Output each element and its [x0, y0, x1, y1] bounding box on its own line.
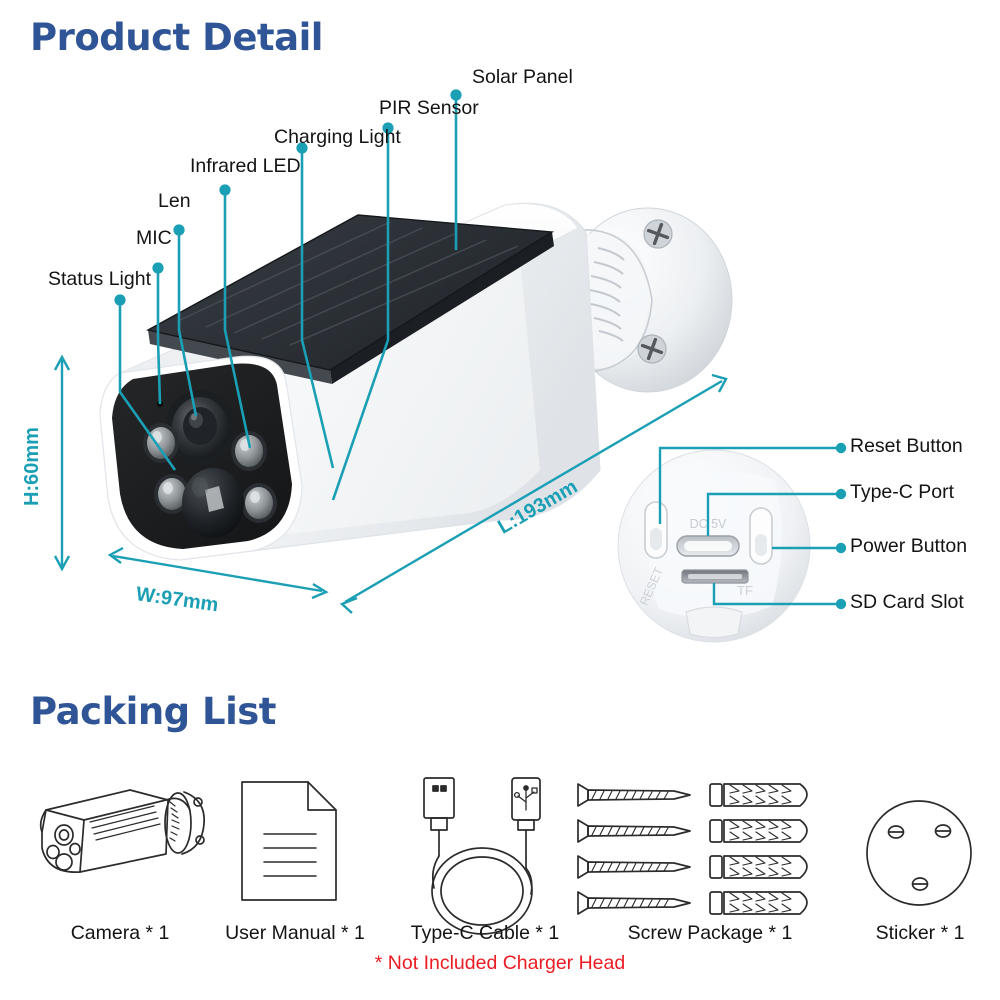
screw-item [577, 819, 691, 843]
callout-label-infrared-led: Infrared LED [190, 155, 301, 177]
callout-label-pir-sensor: PIR Sensor [379, 97, 479, 119]
dot-pir-sensor [382, 122, 394, 134]
packing-caption-type-c-cable: Type-C Cable * 1 [410, 922, 560, 944]
camera-3d-render [99, 202, 733, 561]
pir-sensor-dome [182, 468, 244, 538]
type-c-port-shape [676, 535, 740, 557]
anchor-item [709, 819, 808, 843]
callout-label-solar-panel: Solar Panel [472, 66, 573, 88]
callout-dots-left [114, 89, 462, 306]
anchor-item [709, 891, 808, 915]
product-detail-illustration: DC 5V RESET TF [53, 89, 847, 643]
callout-label-reset-button: Reset Button [850, 435, 963, 457]
dot-mic [152, 262, 164, 274]
mount-screw-top [643, 219, 673, 249]
callout-label-mic: MIC [136, 227, 172, 249]
dimension-length [339, 373, 728, 614]
callout-label-status-light: Status Light [48, 268, 151, 290]
callout-label-len: Len [158, 190, 191, 212]
leader-type-c-port [706, 492, 840, 536]
anchors-group [709, 783, 808, 915]
screw-package-icon [577, 783, 808, 915]
screw-item [577, 783, 691, 807]
usb-trident-symbol [513, 785, 538, 811]
callout-leaders-left [118, 95, 458, 501]
leader-infrared-led [223, 190, 252, 449]
page-title-product-detail: Product Detail [30, 16, 323, 59]
hinge-ribs [589, 246, 625, 342]
callout-dots-right [835, 442, 847, 610]
solar-cell-lines [177, 221, 519, 346]
dot-charging-light [296, 142, 308, 154]
tf-marking: TF [737, 583, 753, 598]
not-included-note: * Not Included Charger Head [374, 952, 626, 974]
screw-item [577, 891, 691, 915]
dimension-label-height: H:60mm [20, 427, 43, 506]
dot-solar-panel [450, 89, 462, 101]
leader-charging-light [300, 148, 335, 469]
leader-mic [156, 268, 162, 405]
dot-len [173, 224, 185, 236]
leader-pir-sensor [331, 128, 390, 501]
sticker-icon [866, 800, 972, 906]
camera-icon [39, 789, 205, 873]
leader-reset-button [658, 446, 840, 524]
packing-caption-sticker: Sticker * 1 [875, 922, 965, 944]
callout-label-charging-light: Charging Light [274, 126, 401, 148]
callout-label-power-button: Power Button [850, 535, 968, 557]
dimension-arrows [53, 354, 728, 614]
dot-status-light [114, 294, 126, 306]
callout-label-sd-card-slot: SD Card Slot [850, 591, 964, 613]
screws-group [577, 783, 691, 915]
mount-screw-bottom [637, 334, 667, 364]
infrared-leds [143, 423, 277, 523]
usb-cable-icon [423, 777, 541, 935]
leader-sd-card-slot [712, 583, 840, 606]
leader-len [177, 230, 198, 417]
packing-caption-user-manual: User Manual * 1 [225, 922, 365, 944]
packing-list-icons [39, 777, 972, 935]
sticker-holes [887, 824, 952, 891]
page-title-packing-list: Packing List [30, 690, 277, 733]
screw-item [577, 855, 691, 879]
dot-sd-card-slot [835, 598, 847, 610]
dot-infrared-led [219, 184, 231, 196]
reset-button-tab [644, 501, 668, 559]
packing-caption-screw-package: Screw Package * 1 [627, 922, 793, 944]
dot-reset-button [835, 442, 847, 454]
callout-leaders-right [658, 446, 840, 606]
camera-rear-mount [563, 207, 733, 393]
document-icon [241, 781, 337, 901]
callout-label-type-c-port: Type-C Port [850, 481, 955, 503]
leader-status-light [118, 300, 177, 471]
camera-faceplate [99, 355, 303, 561]
anchor-item [709, 783, 808, 807]
dimension-height [53, 354, 71, 572]
power-button-tab [749, 507, 773, 565]
dot-type-c-port [835, 488, 847, 500]
dot-power-button [835, 542, 847, 554]
packing-caption-camera: Camera * 1 [70, 922, 170, 944]
bottom-panel-detail: DC 5V RESET TF [617, 449, 811, 643]
main-lens [165, 390, 235, 466]
sd-card-slot-shape [681, 569, 749, 584]
anchor-item [709, 855, 808, 879]
dimension-width [107, 546, 329, 600]
